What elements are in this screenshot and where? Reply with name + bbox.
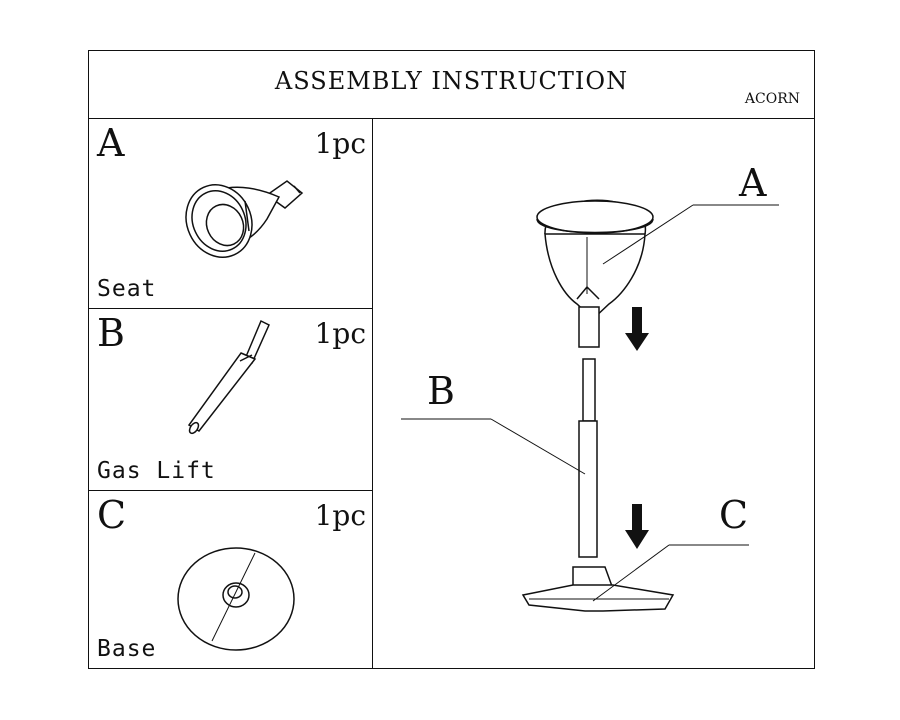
part-quantity: 1pc (314, 317, 366, 350)
header: ASSEMBLY INSTRUCTION ACORN (89, 51, 814, 119)
gas-lift-illustration-icon (187, 319, 270, 435)
assembly-diagram: A B C (373, 119, 814, 668)
part-base: C 1pc Base (89, 491, 372, 668)
page-title: ASSEMBLY INSTRUCTION (274, 67, 629, 95)
brand-label: ACORN (744, 91, 800, 107)
callout-b: B (427, 369, 455, 413)
callout-a: A (739, 161, 767, 205)
part-quantity: 1pc (314, 499, 366, 532)
assembly-drawing (401, 199, 779, 612)
base-illustration-icon (177, 547, 295, 651)
down-arrow-icon (625, 307, 649, 549)
part-letter: C (97, 493, 127, 537)
part-quantity: 1pc (314, 127, 366, 160)
part-gas-lift: B 1pc Gas Lift (89, 309, 372, 491)
parts-list: A 1pc Seat B 1pc (89, 119, 373, 668)
seat-illustration-icon (185, 180, 304, 258)
part-letter: B (97, 311, 125, 355)
callout-c: C (719, 493, 749, 537)
part-seat: A 1pc Seat (89, 119, 372, 309)
part-name: Gas Lift (97, 458, 216, 484)
part-letter: A (97, 121, 125, 165)
part-name: Base (97, 636, 157, 662)
assembly-sheet: ASSEMBLY INSTRUCTION ACORN A 1pc (88, 50, 815, 669)
part-name: Seat (97, 276, 157, 302)
